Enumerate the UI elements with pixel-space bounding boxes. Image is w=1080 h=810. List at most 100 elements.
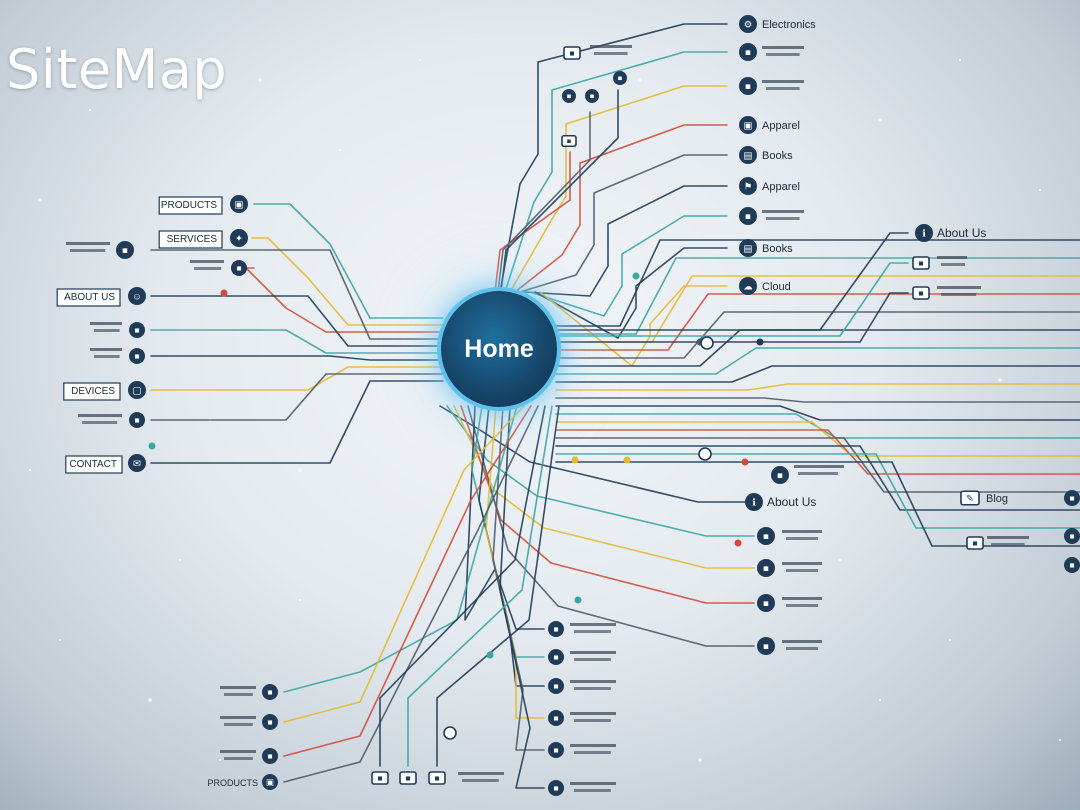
apparel-icon[interactable]: ▣ [739, 116, 757, 134]
sparkle [638, 78, 642, 82]
connector-line [555, 397, 1080, 403]
sparkle [148, 698, 152, 702]
label-box [158, 196, 223, 215]
svg-text:ℹ: ℹ [752, 497, 756, 508]
svg-text:☺: ☺ [132, 291, 142, 302]
illegible-label-line [766, 217, 800, 220]
generic-icon[interactable]: ■ [739, 77, 757, 95]
connector-line [555, 232, 909, 331]
junction-dot [734, 539, 742, 547]
generic-icon[interactable]: ■ [757, 559, 775, 577]
generic-icon[interactable]: ■ [262, 684, 278, 700]
sparkle [178, 558, 182, 562]
generic-icon[interactable]: ■ [231, 260, 247, 276]
connector-line [555, 429, 1080, 475]
product-icon[interactable]: ▣ [262, 774, 278, 790]
generic-icon[interactable]: ■ [371, 771, 389, 785]
connector-line [245, 267, 444, 333]
connector-line [407, 405, 553, 767]
generic-icon[interactable]: ■ [561, 134, 577, 148]
generic-icon[interactable]: ■ [428, 771, 446, 785]
generic-icon[interactable]: ■ [739, 43, 757, 61]
connector-line [555, 437, 1080, 493]
junction-dot [756, 338, 764, 346]
svg-text:■: ■ [377, 773, 382, 783]
illegible-label-line [762, 210, 804, 213]
generic-icon[interactable]: ■ [757, 594, 775, 612]
generic-icon[interactable]: ■ [563, 46, 581, 60]
generic-icon[interactable]: ■ [613, 71, 627, 85]
connector-line [150, 249, 444, 340]
svg-text:■: ■ [134, 415, 139, 425]
svg-text:■: ■ [972, 538, 977, 548]
generic-icon[interactable]: ■ [739, 207, 757, 225]
generic-icon[interactable]: ■ [129, 348, 145, 364]
illegible-label-line [574, 630, 611, 633]
svg-text:■: ■ [745, 211, 751, 222]
illegible-label-line [220, 686, 256, 689]
generic-icon[interactable]: ■ [399, 771, 417, 785]
book-icon[interactable]: ▤ [739, 239, 757, 257]
generic-icon[interactable]: ■ [129, 322, 145, 338]
generic-icon[interactable]: ■ [262, 748, 278, 764]
svg-text:■: ■ [763, 598, 769, 609]
generic-icon[interactable]: ■ [1064, 528, 1080, 544]
connector-line [436, 405, 560, 767]
generic-icon[interactable]: ■ [548, 710, 564, 726]
home-label: Home [464, 334, 534, 363]
info-icon[interactable]: ℹ [745, 493, 763, 511]
svg-text:■: ■ [763, 563, 769, 574]
generic-icon[interactable]: ■ [562, 89, 576, 103]
generic-icon[interactable]: ■ [1064, 557, 1080, 573]
sparkle [998, 378, 1002, 382]
people-icon[interactable]: ☺ [128, 287, 146, 305]
generic-icon[interactable]: ■ [966, 536, 984, 550]
device-icon[interactable]: ▢ [128, 381, 146, 399]
sparkle [218, 758, 222, 762]
services-icon[interactable]: ✦ [230, 229, 248, 247]
svg-text:■: ■ [134, 325, 139, 335]
product-icon[interactable]: ▣ [230, 195, 248, 213]
connector-line [499, 405, 545, 789]
generic-icon[interactable]: ■ [912, 286, 930, 300]
blog-icon[interactable]: ✎ [960, 490, 980, 506]
generic-icon[interactable]: ■ [585, 89, 599, 103]
sparkle [1058, 738, 1062, 742]
generic-icon[interactable]: ■ [912, 256, 930, 270]
illegible-label-line [937, 256, 967, 259]
illegible-label-line [766, 53, 800, 56]
sparkle [338, 148, 342, 152]
svg-text:■: ■ [553, 681, 558, 691]
shirt-icon[interactable]: ⚑ [739, 177, 757, 195]
generic-icon[interactable]: ■ [771, 466, 789, 484]
generic-icon[interactable]: ■ [116, 241, 134, 259]
contact-icon[interactable]: ✉ [128, 454, 146, 472]
svg-text:▣: ▣ [266, 777, 274, 787]
generic-icon[interactable]: ■ [548, 780, 564, 796]
generic-icon[interactable]: ■ [548, 649, 564, 665]
connector-line [555, 293, 1080, 351]
info-icon[interactable]: ℹ [915, 224, 933, 242]
generic-icon[interactable]: ■ [548, 742, 564, 758]
node-label: Books [762, 150, 793, 162]
illegible-label-line [786, 569, 818, 572]
generic-icon[interactable]: ■ [1064, 490, 1080, 506]
node-label: Books [762, 243, 793, 255]
svg-text:☁: ☁ [743, 281, 752, 292]
generic-icon[interactable]: ■ [262, 714, 278, 730]
illegible-label-line [941, 293, 977, 296]
generic-icon[interactable]: ■ [548, 621, 564, 637]
generic-icon[interactable]: ■ [757, 527, 775, 545]
generic-icon[interactable]: ■ [548, 678, 564, 694]
svg-text:■: ■ [134, 351, 139, 361]
home-hub-node[interactable]: Home [441, 291, 557, 407]
illegible-label-line [66, 242, 110, 245]
book-icon[interactable]: ▤ [739, 146, 757, 164]
electronics-icon[interactable]: ⚙ [739, 15, 757, 33]
connector-line [555, 329, 1080, 367]
generic-icon[interactable]: ■ [757, 637, 775, 655]
generic-icon[interactable]: ■ [129, 412, 145, 428]
junction-dot [632, 272, 640, 280]
cloud-icon[interactable]: ☁ [739, 277, 757, 295]
